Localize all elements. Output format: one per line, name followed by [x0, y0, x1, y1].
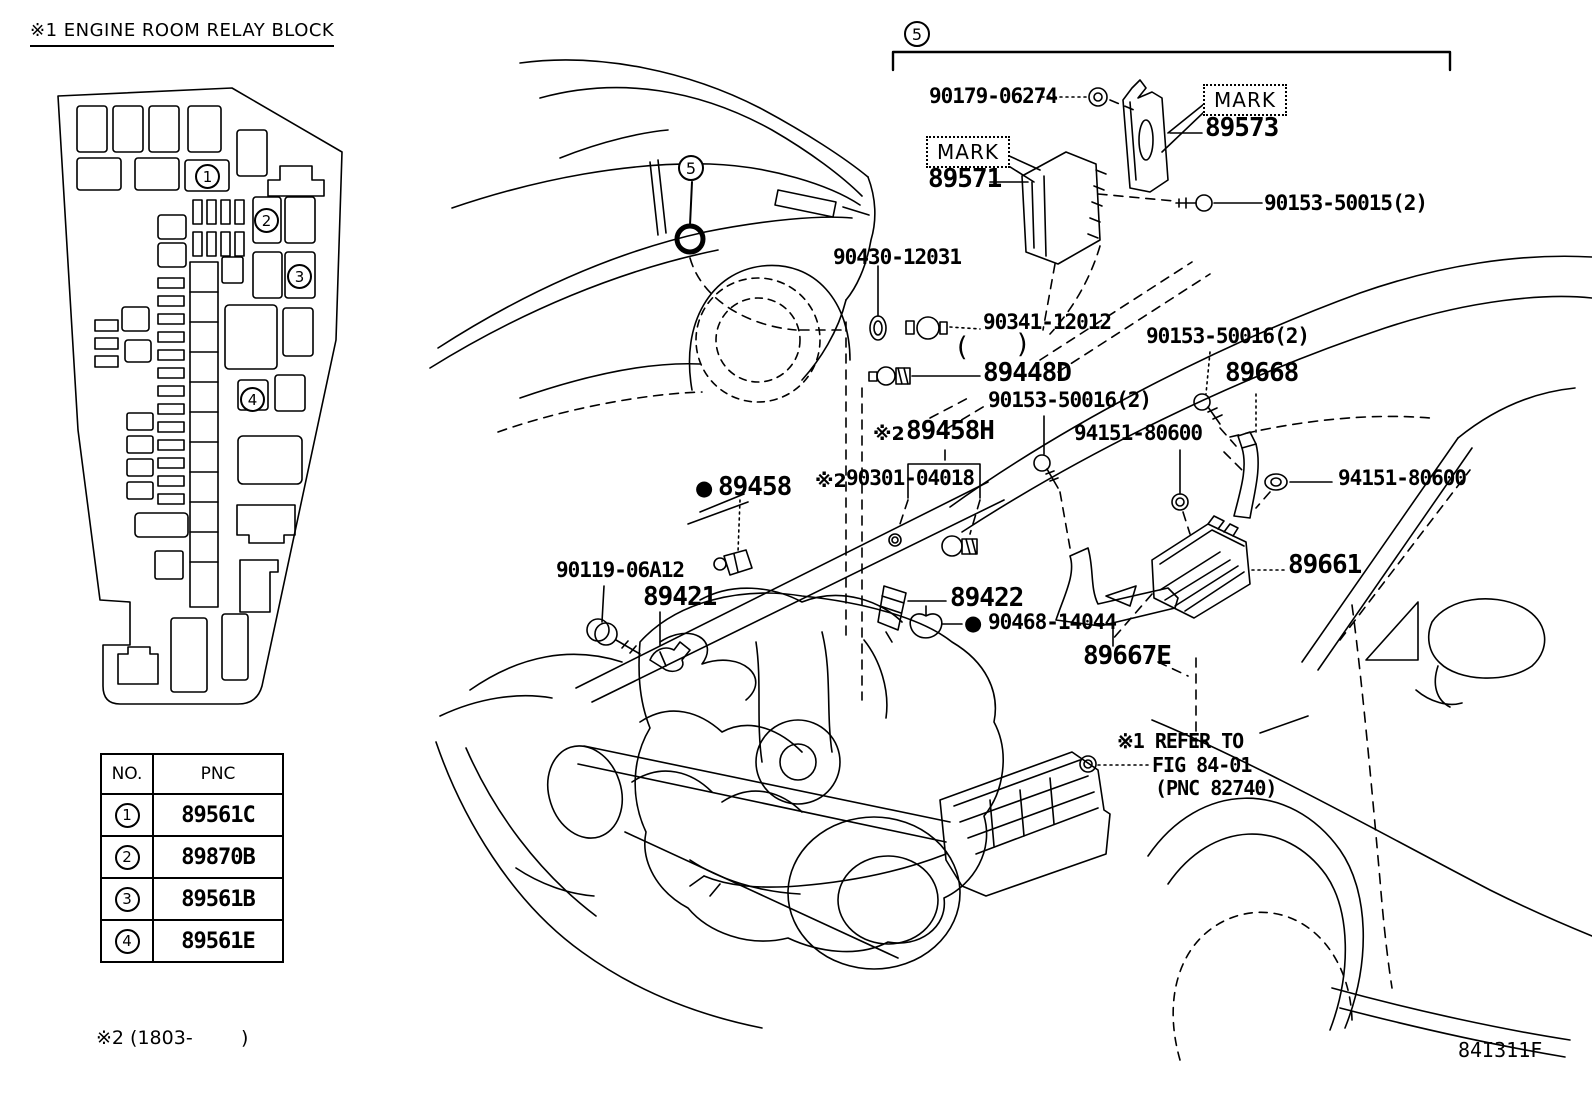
- part-label-94151-80600-right[interactable]: 94151-80600: [1338, 466, 1467, 490]
- grommet-icon: [1088, 87, 1108, 107]
- part-label-89422[interactable]: 89422: [950, 583, 1024, 613]
- relay-callout-4[interactable]: 4: [240, 387, 265, 412]
- part-label-90430-12031[interactable]: 90430-12031: [833, 245, 962, 269]
- bracket-89667e-icon: [1055, 547, 1179, 627]
- note2-marker: ※2: [815, 470, 847, 492]
- table-header-no: NO.: [100, 753, 154, 795]
- pnc-table: NO. PNC 1 89561C 2 89870B 3 89561B 4 895…: [100, 753, 284, 963]
- nonreusable-bullet: ●: [964, 611, 983, 635]
- part-label-89661[interactable]: 89661: [1288, 550, 1362, 580]
- table-row[interactable]: 4 89561E: [100, 919, 284, 963]
- part-label-89667e[interactable]: 89667E: [1083, 641, 1172, 671]
- bolt-icon: [586, 618, 641, 655]
- nut-icon: [1264, 473, 1288, 491]
- body-callout-5[interactable]: 5: [678, 155, 704, 181]
- relay-callout-3[interactable]: 3: [287, 264, 312, 289]
- row-callout: 1: [114, 802, 140, 828]
- part-label-90119-06a12[interactable]: 90119-06A12: [556, 558, 685, 582]
- part-label-89571[interactable]: 89571: [928, 164, 1002, 194]
- part-icons: [586, 79, 1333, 773]
- engine-bay-drawing: [435, 481, 1111, 1029]
- screw-icon: [1175, 194, 1213, 212]
- screw-icon: [1033, 454, 1059, 489]
- part-label-90179-06274[interactable]: 90179-06274: [929, 84, 1058, 108]
- clamp-icon: [909, 605, 943, 639]
- part-label-90153-50016-right[interactable]: 90153-50016(2): [1146, 324, 1310, 348]
- part-label-89668[interactable]: 89668: [1225, 358, 1299, 388]
- refer-note: ※1 REFER TO FIG 84-01 (PNC 82740): [1117, 729, 1277, 801]
- connector-icon: [1079, 755, 1097, 773]
- sensor-89422-icon: [877, 585, 907, 643]
- rear-car-drawing: [429, 59, 876, 433]
- detail-bracket: [891, 50, 1452, 72]
- part-label-90153-50015[interactable]: 90153-50015(2): [1264, 191, 1428, 215]
- relay-callout-2[interactable]: 2: [254, 208, 279, 233]
- refer-note-line1: ※1 REFER TO: [1117, 729, 1244, 753]
- part-label-89458[interactable]: 89458: [718, 472, 792, 502]
- bracket-89573: [1122, 79, 1169, 193]
- part-label-90341-12012[interactable]: 90341-12012: [983, 310, 1112, 334]
- table-row[interactable]: 3 89561B: [100, 877, 284, 921]
- page-title: ※1 ENGINE ROOM RELAY BLOCK: [30, 20, 335, 47]
- refer-note-line3: (PNC 82740): [1155, 776, 1277, 801]
- bracket-89668-icon: [1233, 431, 1259, 519]
- part-label-90468-14044[interactable]: 90468-14044: [988, 610, 1117, 634]
- mark-box-left: MARK: [926, 136, 1010, 168]
- part-label-89421[interactable]: 89421: [643, 582, 717, 612]
- paren-close: ): [1017, 329, 1028, 360]
- construction-lines: [689, 99, 1271, 753]
- pnc-value[interactable]: 89561B: [152, 877, 284, 921]
- front-car-drawing: [949, 255, 1592, 1061]
- module-89571: [1021, 151, 1107, 265]
- part-label-94151-80600-left[interactable]: 94151-80600: [1074, 421, 1203, 445]
- relay-block-drawing: [57, 87, 343, 705]
- pnc-value[interactable]: 89561E: [152, 919, 284, 963]
- table-row[interactable]: 2 89870B: [100, 835, 284, 879]
- pnc-value[interactable]: 89870B: [152, 835, 284, 879]
- detail-callout-5[interactable]: 5: [904, 21, 930, 47]
- part-label-89458h[interactable]: 89458H: [906, 416, 995, 446]
- pnc-value[interactable]: 89561C: [152, 793, 284, 837]
- mark-box-right: MARK: [1203, 84, 1287, 116]
- part-label-90301-04018[interactable]: 90301-04018: [846, 466, 975, 490]
- clip-icon: [1171, 493, 1189, 511]
- sensor-90301-icon: [941, 535, 978, 557]
- sensor-89458-icon: [713, 549, 753, 576]
- bracket-89421-icon: [649, 641, 691, 673]
- part-label-90153-50016-left[interactable]: 90153-50016(2): [988, 388, 1152, 412]
- table-header-row: NO. PNC: [100, 753, 284, 795]
- o-ring-icon: [888, 533, 902, 547]
- sensor-89448d-icon: [868, 366, 911, 386]
- figure-code: 84I311F: [1458, 1038, 1543, 1062]
- row-callout: 3: [114, 886, 140, 912]
- paren-open: (: [957, 332, 968, 363]
- refer-note-line2: FIG 84-01: [1152, 752, 1252, 777]
- part-label-89573[interactable]: 89573: [1205, 113, 1279, 143]
- nonreusable-bullet: ●: [695, 476, 714, 500]
- part-label-89448d[interactable]: 89448D: [983, 358, 1072, 388]
- table-row[interactable]: 1 89561C: [100, 793, 284, 837]
- row-callout: 4: [114, 928, 140, 954]
- ecu-89661-icon: [1151, 515, 1251, 619]
- row-callout: 2: [114, 844, 140, 870]
- washer-icon: [869, 315, 887, 341]
- footnotes: ※2 (1803- ) ● 再使用用不可部品 ● Non-reusable pa…: [96, 962, 290, 1099]
- table-header-pnc: PNC: [152, 753, 284, 795]
- note2-marker: ※2: [873, 423, 905, 445]
- plug-icon: [905, 316, 948, 340]
- screw-icon: [1193, 393, 1223, 425]
- applicability-note: ※2 (1803- ): [96, 1026, 249, 1049]
- relay-callout-1[interactable]: 1: [195, 164, 220, 189]
